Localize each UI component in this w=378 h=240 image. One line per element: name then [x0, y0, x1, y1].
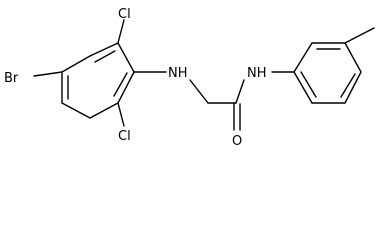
amine-nh-label: NH [168, 66, 188, 81]
ring-bond [293, 42, 313, 73]
ring-bond [61, 55, 91, 73]
carbonyl-n-amide-bond [235, 79, 245, 104]
chlorine-top-label: Cl [118, 7, 131, 22]
ring-bond [89, 42, 119, 57]
ring-bond [61, 102, 91, 119]
ring-double-bond [94, 50, 116, 63]
molecule-diagram: Br Cl Cl NH NH O [4, 7, 375, 149]
c-br-bond [33, 71, 63, 77]
oxygen-label: O [232, 134, 242, 149]
ring-double-bond [300, 71, 317, 98]
ring-bond [344, 71, 362, 104]
ring-bond [117, 42, 135, 73]
tolyl-ring [293, 42, 362, 104]
structure-canvas: Br Cl Cl NH NH O [4, 7, 375, 149]
n-ch2-bond [189, 79, 209, 104]
ring-double-bond [340, 73, 356, 98]
dichlorobromophenyl-ring [61, 42, 135, 119]
methyl-bond [344, 27, 375, 44]
c-cl-top-bond [117, 19, 125, 44]
amide-nh-label: NH [247, 66, 267, 81]
c-cl-bottom-bond [117, 102, 125, 127]
chlorine-bottom-label: Cl [118, 129, 131, 144]
ring-bond [344, 42, 362, 73]
ring-double-bond [113, 72, 128, 97]
ring-bond [117, 71, 135, 104]
ring-bond [89, 102, 119, 119]
ring-bond [293, 71, 313, 104]
bromine-label: Br [4, 71, 19, 86]
